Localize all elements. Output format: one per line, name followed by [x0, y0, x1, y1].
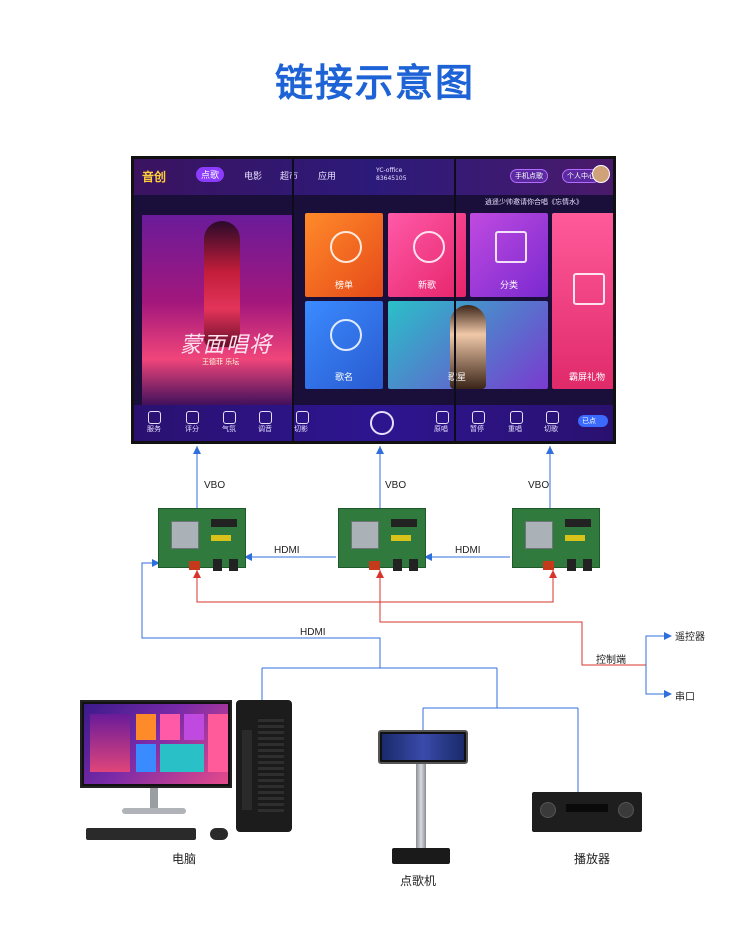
mouse [210, 828, 228, 840]
nav-item-songs: 点歌 [196, 167, 225, 182]
pause-icon [472, 411, 485, 424]
screen-seam [454, 159, 456, 441]
tile-categories: 分类 [470, 213, 548, 297]
volume-knob-icon [370, 411, 394, 435]
jukebox-label: 点歌机 [400, 874, 437, 888]
monitor-base [122, 808, 186, 814]
computer-monitor [80, 700, 232, 788]
nav-item-movies: 电影 [244, 172, 263, 182]
tile-new-songs: 新歌 [388, 213, 466, 297]
tuning-icon [259, 411, 272, 424]
mv-icon [296, 411, 309, 424]
phone-order-button: 手机点歌 [510, 169, 548, 183]
singer-photo [450, 305, 486, 389]
avatar [592, 165, 610, 183]
remote-control-label: 遥控器 [675, 632, 705, 643]
tile-label: 新歌 [417, 281, 436, 291]
page-title: 链接示意图 [274, 61, 475, 105]
monitor-screen [84, 704, 228, 784]
wifi-info: YC-office 83645105 [376, 167, 407, 182]
control-label: 暂停 [470, 425, 484, 433]
vbo-label: VBO [385, 480, 407, 491]
control-end-label: 控制端 [596, 655, 626, 666]
poster-subtitle: 王德菲 乐坛 [202, 358, 240, 366]
driver-board [158, 508, 246, 571]
tile-label: 歌名 [334, 373, 353, 383]
replay-icon [510, 411, 523, 424]
ktv-top-bar: 音创 点歌 电影 超市 应用 YC-office 83645105 手机点歌 个… [134, 159, 613, 195]
pc-tower [236, 700, 292, 832]
vbo-label: VBO [204, 480, 226, 491]
star-icon [330, 231, 362, 263]
av-player [532, 792, 642, 832]
tile-singers: 歌星 [388, 301, 548, 389]
hdmi-label: HDMI [274, 545, 300, 556]
hdmi-label: HDMI [300, 627, 326, 638]
control-label: 原唱 [434, 425, 448, 433]
jukebox-base [392, 848, 450, 864]
control-label: 切影 [294, 425, 308, 433]
tile-label: 榜单 [334, 281, 353, 291]
mood-icon [223, 411, 236, 424]
queued-songs-button: 已点 [578, 415, 608, 427]
poster-title: 蒙面唱将 [180, 333, 273, 358]
nav-item-market: 超市 [280, 172, 299, 182]
driver-board [512, 508, 600, 571]
tile-label: 歌星 [448, 373, 467, 383]
serial-port-label: 串口 [675, 692, 695, 703]
score-icon [186, 411, 199, 424]
control-label: 调音 [258, 425, 272, 433]
screen-seam [292, 159, 294, 441]
gift-icon [573, 273, 605, 305]
nav-item-apps: 应用 [318, 172, 337, 182]
ktv-control-bar: 服务 评分 气氛 调音 切影 原唱 暂停 重唱 切歌 已点 [134, 405, 613, 441]
microphone-icon [330, 319, 362, 351]
tile-gifts: 霸屏礼物 [552, 213, 613, 389]
disc-icon [413, 231, 445, 263]
tile-song-name: 歌名 [305, 301, 383, 389]
next-song-icon [546, 411, 559, 424]
original-vocal-icon [436, 411, 449, 424]
control-label: 服务 [147, 425, 161, 433]
keyboard [86, 828, 196, 840]
computer-label: 电脑 [172, 852, 197, 866]
hdmi-label: HDMI [455, 545, 481, 556]
brand-logo: 音创 [142, 170, 167, 184]
jukebox-screen [378, 730, 468, 764]
featured-poster: 蒙面唱将 王德菲 乐坛 [142, 215, 292, 407]
jukebox-pole [416, 764, 426, 848]
driver-board [338, 508, 426, 571]
singer-figure [204, 221, 240, 347]
control-label: 切歌 [544, 425, 558, 433]
tile-charts: 榜单 [305, 213, 383, 297]
tv-wall-screen: 音创 点歌 电影 超市 应用 YC-office 83645105 手机点歌 个… [131, 156, 616, 444]
notice-text: 逍遥少帅邀请你合唱《忘情水》 [485, 198, 583, 206]
service-icon [148, 411, 161, 424]
player-label: 播放器 [574, 852, 611, 866]
monitor-stand [150, 788, 158, 810]
tile-label: 分类 [499, 281, 518, 291]
control-label: 评分 [185, 425, 199, 433]
grid-search-icon [495, 231, 527, 263]
vbo-label: VBO [528, 480, 550, 491]
tile-label: 霸屏礼物 [568, 373, 605, 383]
control-label: 气氛 [222, 425, 236, 433]
control-label: 重唱 [508, 425, 522, 433]
